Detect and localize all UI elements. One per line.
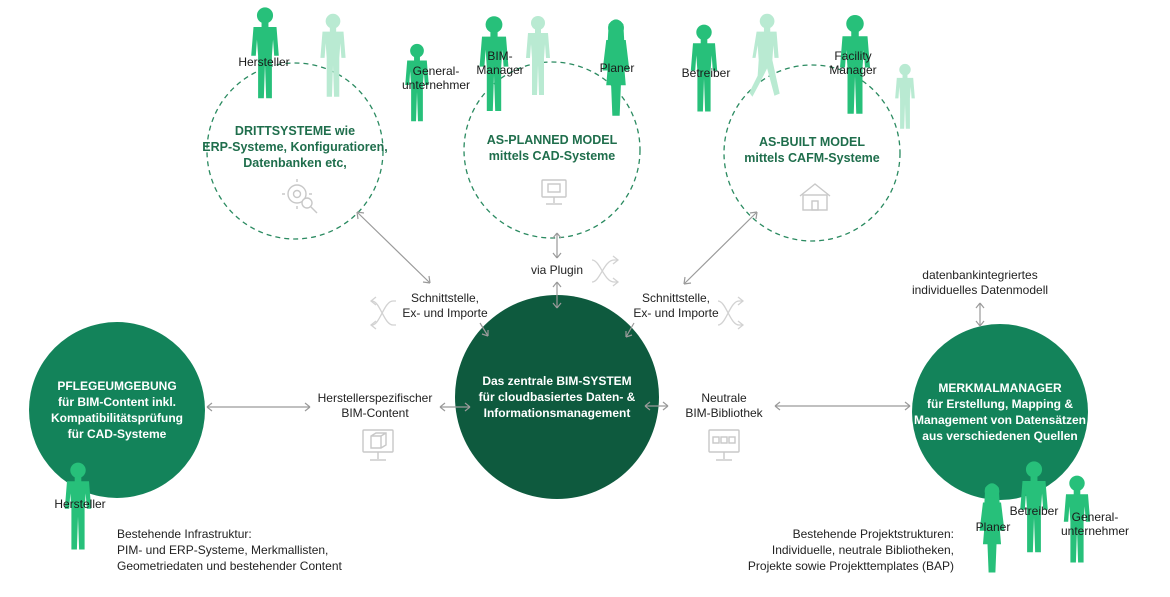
exchange-icon — [369, 296, 396, 330]
person-background — [895, 63, 915, 129]
bim-manager-top-label: BIM- Manager — [476, 49, 524, 77]
hersteller-bottom-label: Hersteller — [54, 497, 106, 511]
betreiber-top-label: Betreiber — [681, 66, 731, 80]
generalunternehmer-top-label: General- unternehmer — [401, 64, 471, 92]
zentral-bim-system-title: Das zentrale BIM-SYSTEM für cloudbasiert… — [478, 374, 636, 420]
person-hersteller-top — [251, 7, 279, 99]
merkmalmanager-title: MERKMALMANAGER für Erstellung, Mapping &… — [913, 381, 1087, 443]
as-planned-dashed-circle — [463, 61, 641, 239]
neutrale-bibliothek-label: Neutrale BIM-Bibliothek — [685, 391, 763, 420]
planer-top-label: Planer — [599, 61, 635, 75]
pflegeumgebung-title: PFLEGEUMGEBUNG für BIM-Content inkl. Kom… — [51, 379, 183, 441]
connector-schnittstelle-left — [479, 322, 489, 337]
schnittstelle-left-label: Schnittstelle, Ex- und Importe — [402, 291, 488, 320]
infrastructure-right-note: Bestehende Projektstrukturen: Individuel… — [747, 527, 954, 573]
person-background — [749, 13, 780, 97]
connector-drittsysteme — [356, 211, 431, 284]
settings-search-icon — [282, 179, 318, 214]
connector-schnittstelle-right — [625, 322, 635, 338]
drittsysteme-title: DRITTSYSTEME wie ERP-Systeme, Konfigurat… — [202, 124, 388, 170]
monitor-icon — [541, 179, 567, 205]
planer-bottom-label: Planer — [975, 520, 1011, 534]
datenbank-label: datenbankintegriertes individuelles Date… — [911, 268, 1049, 297]
facility-manager-top-label: Facility Manager — [829, 49, 877, 77]
betreiber-bottom-label: Betreiber — [1009, 504, 1059, 518]
merkmalmanager-circle — [912, 324, 1088, 500]
cube-monitor-icon — [362, 429, 394, 461]
exchange-icon — [591, 255, 620, 287]
zentral-bim-system-circle — [455, 295, 659, 499]
as-built-dashed-circle — [723, 64, 901, 242]
via-plugin-label: via Plugin — [530, 263, 584, 277]
drittsysteme-dashed-circle — [206, 62, 384, 240]
schnittstelle-right-label: Schnittstelle, Ex- und Importe — [633, 291, 719, 320]
connector-as-built — [683, 211, 758, 285]
generalunternehmer-bottom-label: General- unternehmer — [1060, 510, 1130, 538]
hersteller-top-label: Hersteller — [238, 55, 290, 69]
as-planned-title: AS-PLANNED MODEL mittels CAD-Systeme — [486, 133, 618, 163]
pflegeumgebung-circle — [29, 322, 205, 498]
house-icon — [799, 183, 831, 211]
library-monitor-icon — [708, 429, 740, 461]
exchange-icon — [717, 296, 745, 330]
infrastructure-left-note: Bestehende Infrastruktur: PIM- und ERP-S… — [117, 527, 342, 573]
person-background — [320, 13, 346, 97]
herstellerspezifisch-label: Herstellerspezifischer BIM-Content — [317, 391, 433, 420]
as-built-title: AS-BUILT MODEL mittels CAFM-Systeme — [744, 135, 880, 165]
